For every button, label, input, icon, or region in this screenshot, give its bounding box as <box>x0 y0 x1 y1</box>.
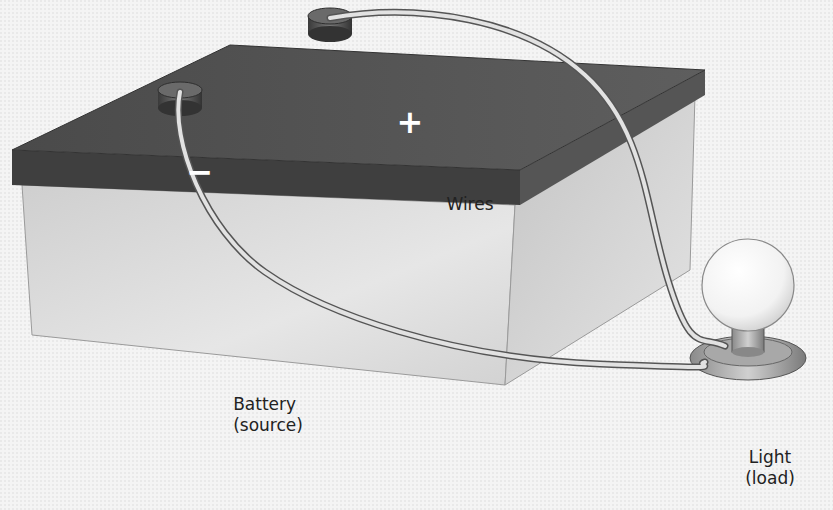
wires <box>178 12 725 367</box>
part-label-holder: Battery (source) <box>233 394 303 437</box>
part-label: Battery (source) <box>233 394 303 437</box>
part-label: Light (load) <box>745 447 795 490</box>
terminal-sign: − <box>187 156 214 188</box>
part-label-holder: Light (load) <box>745 447 795 490</box>
light-bulb <box>690 239 806 380</box>
terminal-sign: + <box>397 106 424 138</box>
battery <box>12 8 705 385</box>
terminal-sign-holder: + <box>397 106 424 138</box>
wire-label-holder: Wires <box>446 194 493 215</box>
wire-label: Wires <box>446 194 493 215</box>
terminal-sign-holder: − <box>187 156 214 188</box>
